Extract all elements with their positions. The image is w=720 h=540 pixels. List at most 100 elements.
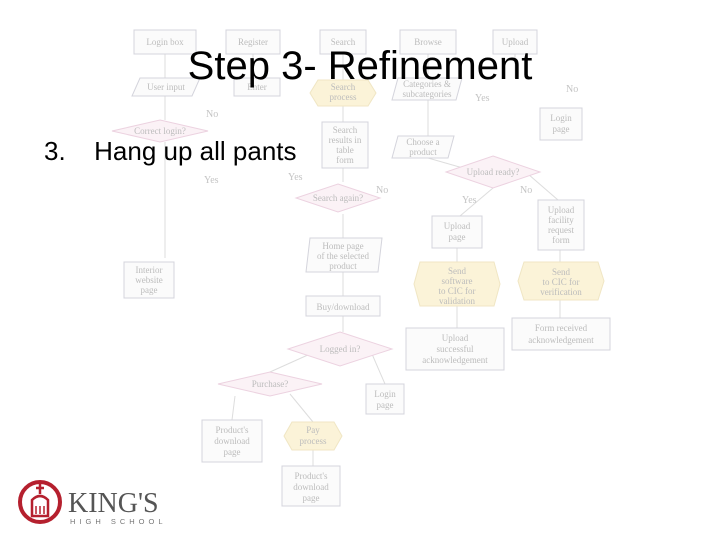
edge-label-yes: Yes — [462, 195, 477, 206]
node-upload-facility: Upload facility request form — [537, 199, 585, 251]
node-search: Search — [319, 29, 367, 55]
svg-text:Home page: Home page — [322, 241, 363, 251]
svg-text:page: page — [141, 285, 158, 295]
svg-text:Send: Send — [552, 267, 571, 277]
node-pay-process: Pay process — [283, 421, 343, 451]
svg-text:Upload: Upload — [502, 37, 529, 47]
node-categories: Categories & subcategories — [391, 77, 463, 101]
svg-text:Pay: Pay — [306, 425, 320, 435]
edge-label-no: No — [566, 84, 578, 95]
edge-label-yes: Yes — [288, 172, 303, 183]
svg-text:of the selected: of the selected — [317, 251, 369, 261]
svg-text:Upload: Upload — [548, 205, 575, 215]
svg-text:Choose a: Choose a — [406, 137, 439, 147]
svg-text:download: download — [293, 482, 329, 492]
node-login-page-bottom: Login page — [365, 383, 405, 415]
svg-text:product: product — [329, 261, 357, 271]
svg-text:process: process — [300, 436, 327, 446]
node-login-box: Login box — [133, 29, 197, 55]
node-interior-website: Interior website page — [123, 261, 175, 299]
svg-text:Search: Search — [331, 37, 356, 47]
svg-text:Correct login?: Correct login? — [134, 126, 186, 136]
node-upload-ready: Upload ready? — [444, 155, 542, 189]
bullet-item: 3. Hang up all pants — [44, 136, 297, 167]
svg-text:acknowledgement: acknowledgement — [528, 335, 594, 345]
node-upload: Upload — [492, 29, 538, 55]
svg-text:Login: Login — [550, 113, 572, 123]
node-send-cic: Send to CIC for verification — [517, 261, 605, 301]
node-choose-product: Choose a product — [391, 135, 455, 159]
svg-text:Product's: Product's — [294, 471, 328, 481]
svg-text:validation: validation — [439, 296, 475, 306]
svg-text:request: request — [548, 225, 574, 235]
node-upload-success: Upload successful acknowledgement — [405, 327, 505, 371]
svg-text:Enter: Enter — [247, 82, 267, 92]
edge-label-no: No — [376, 185, 388, 196]
svg-text:page: page — [449, 232, 466, 242]
logo-name: KING'S — [68, 488, 159, 519]
node-enter: Enter — [233, 77, 281, 97]
svg-text:Send: Send — [448, 266, 467, 276]
svg-text:download: download — [214, 436, 250, 446]
svg-text:to CIC for: to CIC for — [439, 286, 476, 296]
svg-text:to CIC for: to CIC for — [543, 277, 580, 287]
svg-text:page: page — [553, 124, 570, 134]
svg-text:page: page — [303, 493, 320, 503]
bullet-text: Hang up all pants — [94, 136, 297, 166]
logo-subtitle: HIGH SCHOOL — [70, 517, 167, 526]
node-upload-page: Upload page — [431, 215, 483, 249]
svg-text:successful: successful — [437, 344, 474, 354]
svg-text:Buy/download: Buy/download — [317, 302, 370, 312]
edge-label-yes: Yes — [204, 175, 219, 186]
svg-text:results in: results in — [329, 135, 362, 145]
svg-text:form: form — [552, 235, 570, 245]
node-logged-in: Logged in? — [286, 331, 394, 367]
svg-text:Login: Login — [374, 389, 396, 399]
svg-text:Form received: Form received — [535, 323, 588, 333]
svg-text:page: page — [377, 400, 394, 410]
svg-text:product: product — [409, 147, 437, 157]
svg-text:Purchase?: Purchase? — [252, 379, 288, 389]
node-form-received: Form received acknowledgement — [511, 317, 611, 351]
svg-text:Logged in?: Logged in? — [320, 344, 361, 354]
node-buy-download: Buy/download — [305, 295, 381, 317]
svg-text:Upload ready?: Upload ready? — [467, 167, 520, 177]
node-register: Register — [225, 29, 281, 55]
edge-label-no: No — [520, 185, 532, 196]
node-home-page: Home page of the selected product — [305, 237, 383, 273]
svg-text:software: software — [442, 276, 473, 286]
node-user-input: User input — [131, 77, 201, 97]
svg-text:form: form — [336, 155, 354, 165]
node-purchase: Purchase? — [217, 371, 323, 397]
svg-text:Register: Register — [238, 37, 268, 47]
crest-icon — [18, 480, 62, 524]
svg-text:verification: verification — [540, 287, 582, 297]
svg-text:process: process — [330, 92, 357, 102]
svg-text:facility: facility — [548, 215, 574, 225]
svg-text:Browse: Browse — [414, 37, 442, 47]
node-login-page-right: Login page — [539, 107, 583, 141]
node-send-software: Send software to CIC for validation — [413, 261, 501, 307]
svg-text:table: table — [336, 145, 354, 155]
slide-title: Step 3- Refinement — [187, 44, 533, 88]
node-products-download-bottom: Product's download page — [281, 465, 341, 507]
node-browse: Browse — [399, 29, 457, 55]
svg-text:User input: User input — [147, 82, 185, 92]
node-products-download-left: Product's download page — [201, 419, 263, 463]
node-search-process: Search process — [309, 79, 377, 107]
svg-text:acknowledgement: acknowledgement — [422, 355, 488, 365]
svg-text:website: website — [135, 275, 163, 285]
svg-text:Search: Search — [333, 125, 358, 135]
bullet-number: 3. — [44, 136, 66, 166]
edge-label-yes: Yes — [475, 93, 490, 104]
edge-label-no: No — [206, 109, 218, 120]
svg-text:Login box: Login box — [146, 37, 184, 47]
svg-text:Upload: Upload — [444, 221, 471, 231]
svg-text:Categories &: Categories & — [403, 79, 451, 89]
node-search-again: Search again? — [294, 183, 382, 213]
svg-text:Search: Search — [331, 82, 356, 92]
node-search-results: Search results in table form — [321, 121, 369, 169]
svg-text:Search again?: Search again? — [313, 193, 363, 203]
svg-text:Upload: Upload — [442, 333, 469, 343]
